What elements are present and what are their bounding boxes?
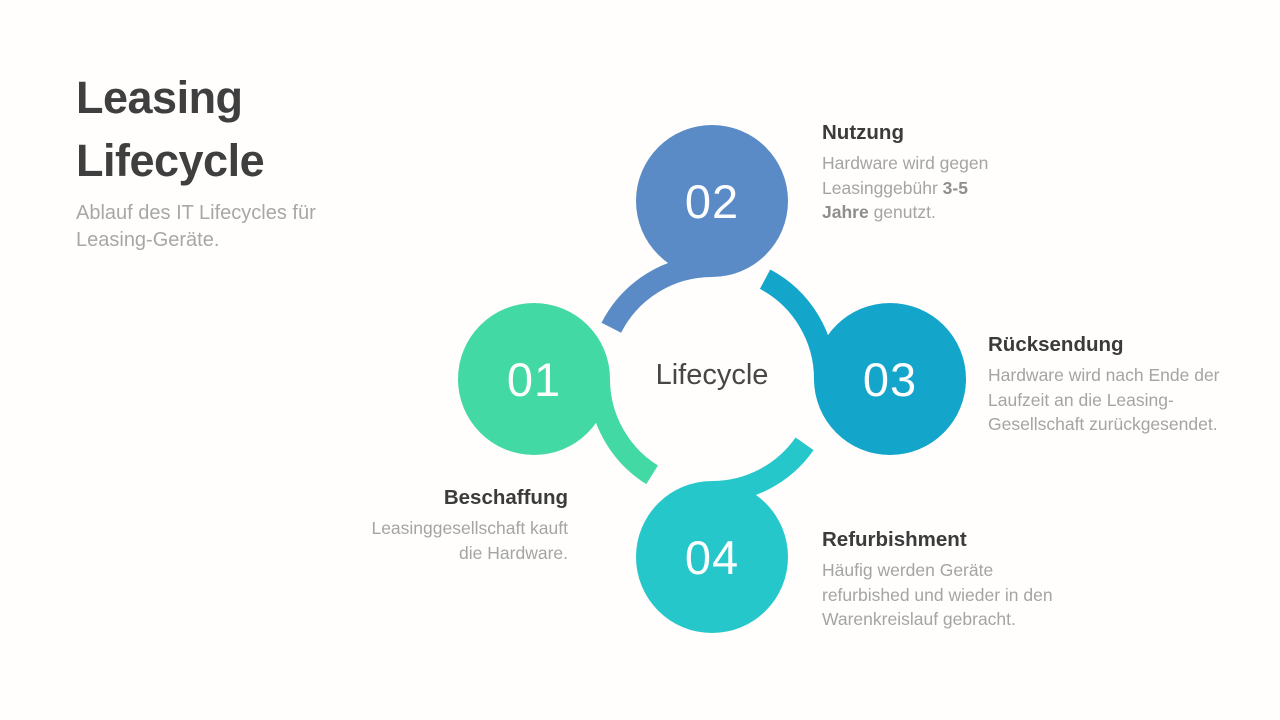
step-label: Beschaffung — [443, 486, 568, 509]
step-description: Leasinggesellschaft kauft die Hardware. — [371, 518, 568, 563]
step-number-03: 03 — [862, 352, 918, 406]
step-circle-03: 03 — [814, 303, 966, 455]
step-number-02: 02 — [684, 174, 740, 228]
step-label: Refurbishment — [822, 528, 967, 551]
description-text: genutzt. — [868, 202, 936, 222]
step-description: Häufig werden Geräte refurbished und wie… — [822, 560, 1053, 629]
step-number-01: 01 — [506, 352, 562, 406]
description-bold-text: 3-5 Jahre — [822, 177, 968, 223]
slide-subtitle: Ablauf des IT Lifecycles für Leasing-Ger… — [76, 202, 316, 251]
ring-center-label: Lifecycle — [655, 358, 769, 391]
title-block: Leasing Lifecycle Ablauf des IT Lifecycl… — [76, 66, 376, 254]
step-circle-02: 02 — [636, 125, 788, 277]
description-text: Hardware wird gegen Leasinggebühr — [822, 153, 989, 198]
step-label: Rücksendung — [988, 333, 1124, 356]
step-text-refurbishment: Refurbishment Häufig werden Geräte refur… — [822, 526, 1077, 632]
step-text-ruecksendung: Rücksendung Hardware wird nach Ende der … — [988, 331, 1226, 437]
step-description: Hardware wird nach Ende der Laufzeit an … — [988, 365, 1220, 434]
step-circle-04: 04 — [636, 481, 788, 633]
step-text-nutzung: Nutzung Hardware wird gegen Leasinggebüh… — [822, 119, 1018, 225]
step-description: Hardware wird gegen Leasinggebühr 3-5 Ja… — [822, 151, 1018, 225]
step-text-beschaffung: Beschaffung Leasinggesellschaft kauft di… — [346, 484, 568, 565]
step-label: Nutzung — [822, 121, 904, 144]
step-number-04: 04 — [684, 530, 740, 584]
step-circle-01: 01 — [458, 303, 610, 455]
slide-title: Leasing Lifecycle — [76, 72, 265, 186]
